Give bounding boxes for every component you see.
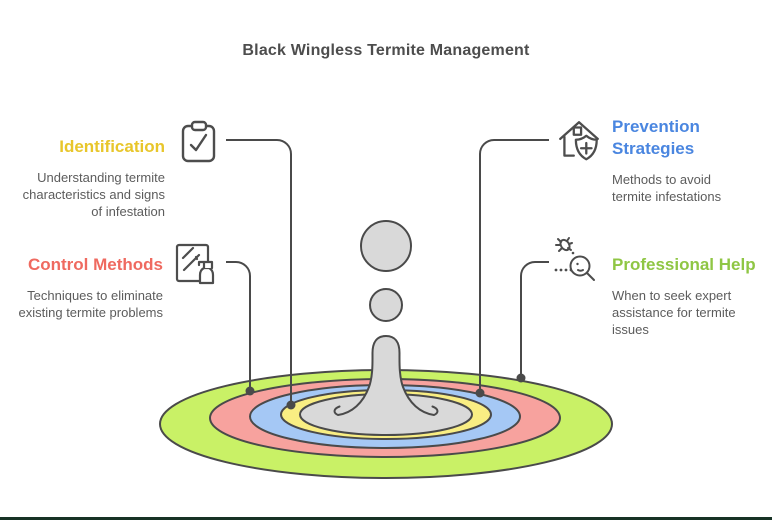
section-identification: Identification Understanding termite cha… [20, 136, 165, 220]
section-title-prevention-strategies: Prevention Strategies [612, 117, 700, 158]
section-professional-help: Professional Help When to seek expert as… [612, 254, 767, 338]
clipboard-check-icon [175, 118, 223, 166]
connector-dot-identification [286, 400, 296, 410]
section-title-control-methods: Control Methods [27, 255, 163, 274]
page-title: Black Wingless Termite Management [242, 42, 530, 59]
section-title-professional-help: Professional Help [612, 255, 756, 274]
section-desc-identification: Understanding termite characteristics an… [22, 170, 165, 219]
window-spray-icon [172, 238, 222, 288]
splash-column-fill [338, 336, 434, 415]
connector-control [226, 261, 251, 389]
section-desc-control-methods: Techniques to eliminate existing termite… [18, 288, 164, 320]
section-control-methods: Control Methods Techniques to eliminate … [11, 254, 164, 321]
connector-dot-professional [516, 373, 526, 383]
house-shield-icon [554, 116, 604, 166]
section-prevention-strategies: Prevention Strategies Methods to avoid t… [612, 116, 744, 205]
section-title-identification: Identification [59, 137, 165, 156]
connector-dot-control [245, 386, 255, 396]
bottom-border-bar [0, 517, 772, 520]
bug-magnifier-icon [551, 234, 601, 286]
connector-prevention [479, 139, 549, 391]
section-desc-prevention-strategies: Methods to avoid termite infestations [612, 172, 722, 204]
connector-dot-prevention [475, 388, 485, 398]
droplet-large [360, 220, 412, 272]
connector-professional [520, 261, 549, 376]
droplet-small [369, 288, 403, 322]
section-desc-professional-help: When to seek expert assistance for termi… [612, 288, 736, 337]
connector-identification [226, 139, 292, 403]
splash-column-outline [333, 334, 439, 417]
